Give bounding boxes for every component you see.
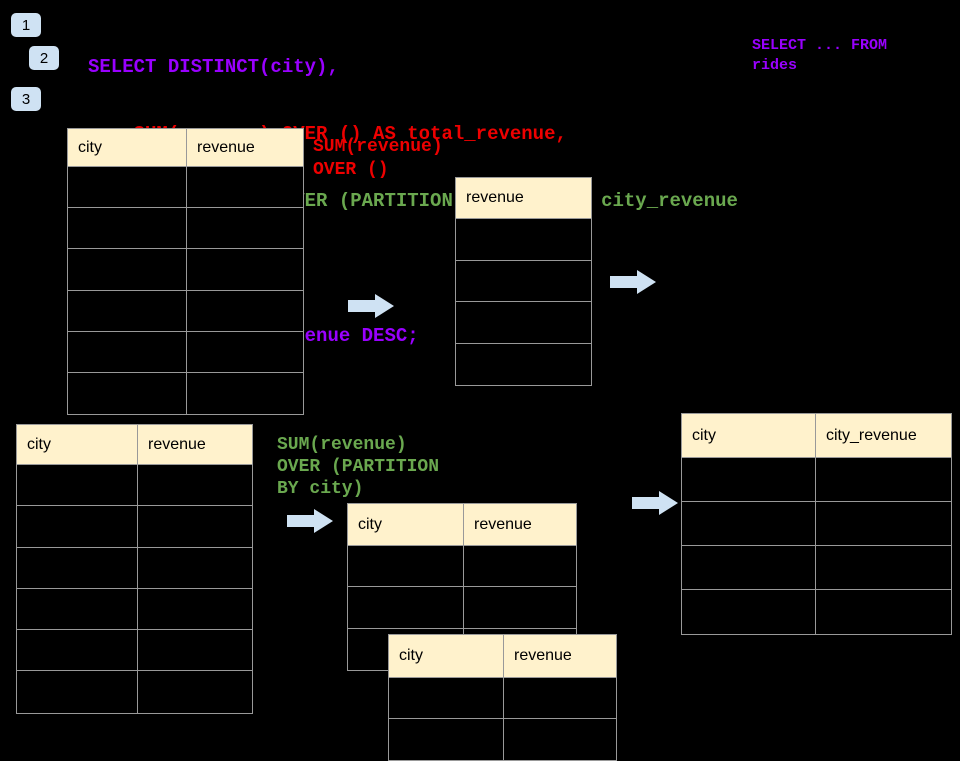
table-cell <box>138 588 252 631</box>
table-rides-top: city revenue <box>67 128 304 416</box>
table-partition-overlay: city revenue <box>388 634 617 761</box>
column-header-revenue: revenue <box>504 635 616 678</box>
table-cell <box>187 249 303 291</box>
table-cell <box>68 249 187 291</box>
column-header-city: city <box>682 414 816 458</box>
table-cell <box>138 671 252 713</box>
table-cell <box>682 590 816 634</box>
table-cell <box>17 465 138 507</box>
table-cell <box>138 630 252 672</box>
table-cell <box>68 208 187 250</box>
table-cell <box>187 372 303 415</box>
step-badge-3: 3 <box>11 87 41 111</box>
table-cell <box>187 331 303 373</box>
table-total-revenue-result: revenue <box>455 177 592 386</box>
table-cell <box>68 167 187 209</box>
table-cell <box>816 458 951 502</box>
table-cell <box>464 587 576 629</box>
arrow-right-icon <box>610 270 656 294</box>
table-cell <box>17 671 138 713</box>
column-header-city: city <box>17 425 138 465</box>
column-header-revenue: revenue <box>464 504 576 546</box>
arrow-right-icon <box>287 509 333 533</box>
table-cell <box>17 506 138 548</box>
table-cell <box>504 678 616 719</box>
arrow-right-icon <box>348 294 394 318</box>
table-cell <box>816 590 951 634</box>
table-cell <box>348 546 464 588</box>
column-header-revenue: revenue <box>138 425 252 465</box>
table-cell <box>389 678 504 719</box>
table-cell <box>348 587 464 629</box>
table-cell <box>464 546 576 588</box>
table-cell <box>187 290 303 332</box>
table-cell <box>138 506 252 548</box>
step-badge-1: 1 <box>11 13 41 37</box>
table-cell <box>389 719 504 760</box>
annotation-sum-over-total: SUM(revenue) OVER () <box>313 137 443 180</box>
table-cell <box>68 372 187 415</box>
table-cell <box>682 458 816 502</box>
column-header-city: city <box>389 635 504 678</box>
table-cell <box>504 719 616 760</box>
annotation-sum-over-partition: SUM(revenue) OVER (PARTITION BY city) <box>277 435 440 499</box>
table-cell <box>187 208 303 250</box>
table-cell <box>816 502 951 546</box>
table-cell <box>187 167 303 209</box>
table-cell <box>456 260 591 302</box>
table-cell <box>17 630 138 672</box>
table-cell <box>682 546 816 590</box>
table-cell <box>68 290 187 332</box>
table-cell <box>816 546 951 590</box>
table-cell <box>456 302 591 344</box>
table-cell <box>68 331 187 373</box>
column-header-revenue: revenue <box>456 178 591 219</box>
table-cell <box>456 219 591 261</box>
table-cell <box>138 547 252 589</box>
table-cell <box>17 547 138 589</box>
column-header-city: city <box>348 504 464 546</box>
side-note-select-from: SELECT ... FROM rides <box>752 37 888 74</box>
column-header-city-revenue: city_revenue <box>816 414 951 458</box>
table-cell <box>17 588 138 631</box>
table-city-revenue-result: city city_revenue <box>681 413 952 635</box>
table-rides-bottom: city revenue <box>16 424 253 714</box>
sql-line-select: SELECT DISTINCT(city), <box>88 55 339 78</box>
table-cell <box>682 502 816 546</box>
step-badge-2: 2 <box>29 46 59 70</box>
table-cell <box>456 343 591 385</box>
arrow-right-icon <box>632 491 678 515</box>
column-header-city: city <box>68 129 187 167</box>
table-cell <box>138 465 252 507</box>
column-header-revenue: revenue <box>187 129 303 167</box>
